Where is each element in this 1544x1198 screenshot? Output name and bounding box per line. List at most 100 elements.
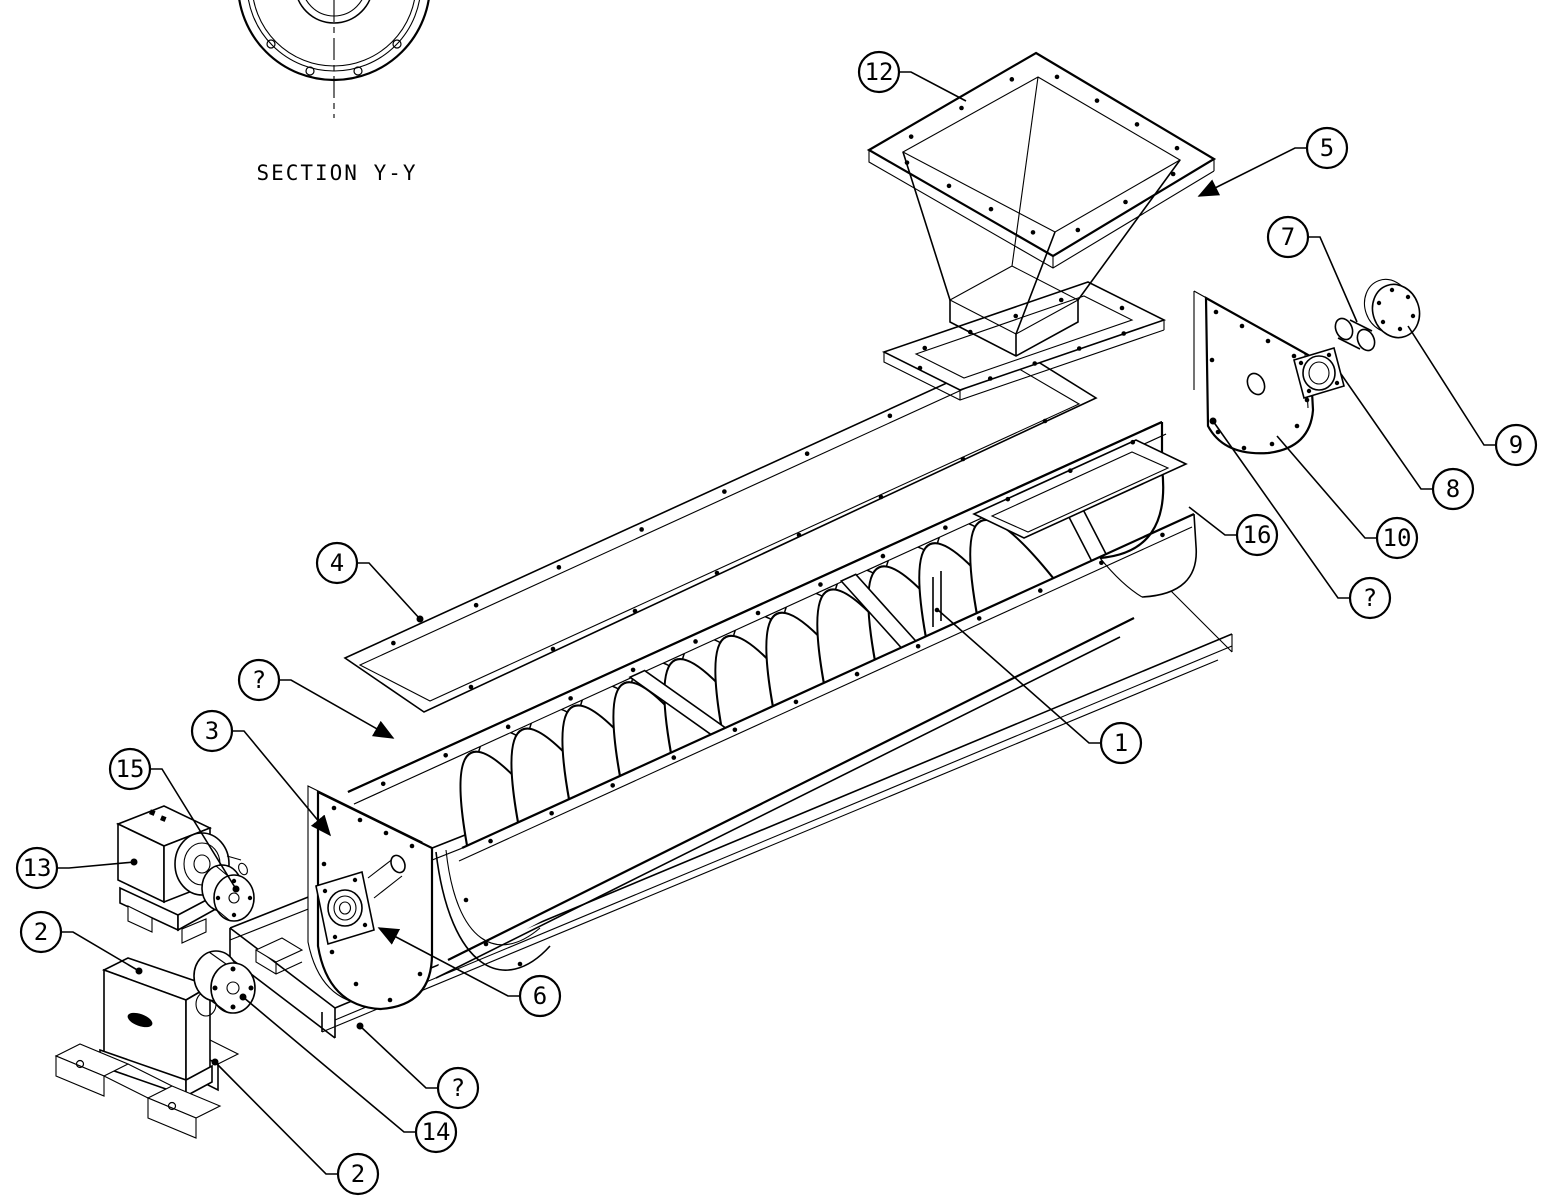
motor-coupling — [201, 864, 255, 922]
drive-end-bearing — [315, 854, 406, 946]
leader-line — [1340, 373, 1433, 490]
leader-line — [1276, 435, 1377, 539]
balloon-label: 9 — [1509, 431, 1523, 459]
balloon-label: 4 — [330, 549, 344, 577]
leader-line — [61, 931, 140, 972]
balloon-label: 14 — [422, 1118, 451, 1146]
balloon-unknown-16: ? — [356, 1022, 480, 1110]
balloon-label: 13 — [23, 854, 52, 882]
balloon-label: 5 — [1320, 134, 1334, 162]
leader-dot — [135, 967, 143, 975]
balloon-circle — [1494, 423, 1538, 467]
leader-dot — [1209, 417, 1217, 425]
balloon-label: 12 — [865, 58, 894, 86]
leader-dot — [232, 885, 240, 893]
trough — [347, 420, 1197, 979]
balloon-3-11: 3 — [190, 709, 332, 837]
balloon-2-14: 2 — [19, 910, 143, 975]
leader-line — [57, 861, 135, 869]
leader-line — [359, 1025, 438, 1089]
balloon-circle — [336, 1152, 380, 1196]
balloon-14-17: 14 — [239, 993, 458, 1154]
leader-line — [357, 562, 421, 620]
output-coupling — [193, 950, 256, 1014]
balloon-circle — [1431, 467, 1475, 511]
leader-line — [1308, 236, 1358, 323]
balloon-6-15: 6 — [377, 927, 562, 1018]
hopper — [866, 51, 1217, 357]
balloon-10-5: 10 — [1276, 435, 1419, 560]
balloon-unknown-9: ? — [237, 658, 395, 739]
balloon-circle — [1235, 513, 1279, 557]
balloon-label: 6 — [533, 982, 547, 1010]
leader-line — [1188, 506, 1237, 536]
balloon-5-1: 5 — [1197, 126, 1349, 197]
balloon-circle — [414, 1110, 458, 1154]
section-label: SECTION Y-Y — [256, 161, 417, 185]
balloon-circle — [1305, 126, 1349, 170]
leader-dot — [211, 1058, 219, 1066]
leader-dot — [416, 615, 424, 623]
balloon-circle — [190, 709, 234, 753]
balloon-circle — [19, 910, 63, 954]
balloon-circle — [1266, 215, 1310, 259]
balloon-circle — [857, 50, 901, 94]
balloon-label: 2 — [34, 918, 48, 946]
inlet-flange-ring — [881, 281, 1167, 401]
leader-dot — [130, 858, 138, 866]
balloon-label: 2 — [351, 1160, 365, 1188]
leader-line — [1407, 325, 1496, 446]
leader-line — [150, 768, 237, 890]
balloon-label: ? — [451, 1074, 465, 1102]
balloon-circle — [518, 974, 562, 1018]
gearbox — [54, 957, 222, 1139]
motor — [115, 805, 248, 944]
leader-line — [279, 679, 395, 739]
balloon-circle — [15, 846, 59, 890]
end-cover-disc — [1363, 278, 1421, 339]
leader-line — [1212, 420, 1350, 599]
balloon-label: 15 — [116, 755, 145, 783]
gearbox-logo — [127, 1012, 153, 1028]
balloon-label: 1 — [1114, 729, 1128, 757]
leader-line — [899, 71, 967, 102]
balloon-unknown-7: ? — [1209, 417, 1392, 620]
frame-spacer-block — [254, 937, 304, 975]
leader-dot — [356, 1022, 364, 1030]
balloon-circle — [436, 1066, 480, 1110]
balloon-label: 16 — [1243, 521, 1272, 549]
balloon-circle — [108, 747, 152, 791]
balloon-label: 8 — [1446, 475, 1460, 503]
balloon-1-10: 1 — [937, 609, 1143, 765]
balloon-7-2: 7 — [1266, 215, 1358, 323]
balloon-label: 7 — [1281, 223, 1295, 251]
balloon-8-4: 8 — [1340, 373, 1475, 511]
balloon-9-3: 9 — [1407, 325, 1538, 467]
balloon-label: 3 — [205, 717, 219, 745]
balloon-16-6: 16 — [1188, 506, 1279, 557]
balloon-12-0: 12 — [857, 50, 967, 102]
discharge-end-assembly — [1193, 278, 1421, 455]
balloon-circle — [1375, 516, 1419, 560]
balloon-13-13: 13 — [15, 846, 138, 890]
shaft-bushing — [1334, 317, 1376, 352]
balloon-label: ? — [252, 666, 266, 694]
leader-line — [377, 927, 520, 997]
balloon-label: ? — [1363, 584, 1377, 612]
leader-dot — [239, 993, 247, 1001]
balloon-label: 10 — [1383, 524, 1412, 552]
leader-line — [1197, 147, 1307, 197]
leader-line — [214, 1061, 338, 1175]
leader-line — [242, 996, 416, 1133]
balloon-circle — [1099, 721, 1143, 765]
discharge-bearing — [1293, 346, 1345, 400]
balloon-circle — [237, 658, 281, 702]
leader-line — [232, 730, 332, 837]
balloon-4-8: 4 — [315, 541, 424, 623]
section-view: SECTION Y-Y — [238, 0, 430, 185]
leader-line — [937, 609, 1101, 744]
balloon-15-12: 15 — [108, 747, 240, 893]
balloon-circle — [1348, 576, 1392, 620]
balloon-2-18: 2 — [211, 1058, 380, 1196]
